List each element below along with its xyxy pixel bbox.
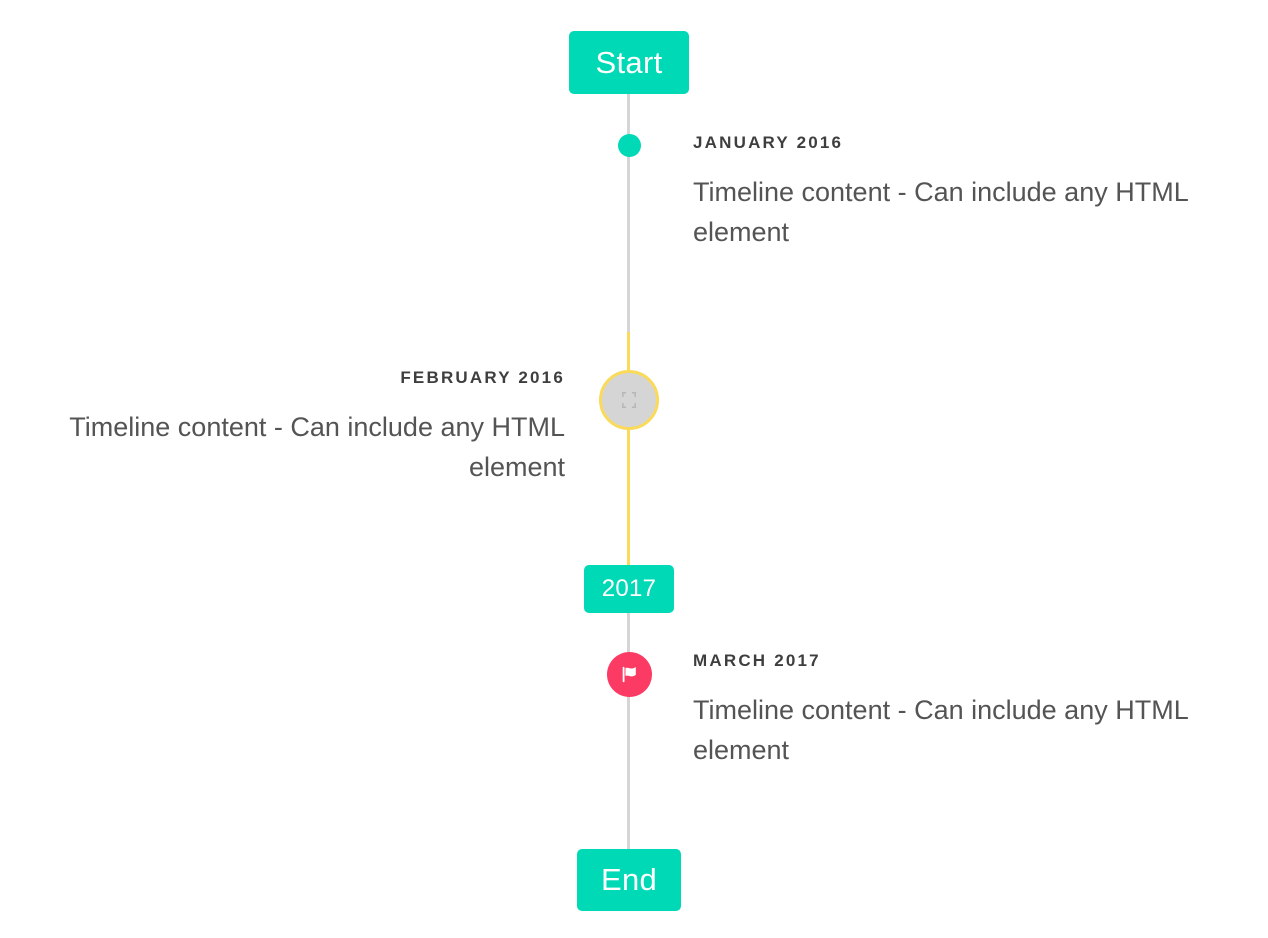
timeline-start-badge[interactable]: Start bbox=[569, 31, 689, 94]
timeline-entry-header: February 2016 bbox=[400, 368, 565, 387]
timeline-entry-february-2016: February 2016 Timeline content - Can inc… bbox=[40, 368, 565, 487]
timeline-entry-march-2017: March 2017 Timeline content - Can includ… bbox=[693, 651, 1223, 770]
timeline-marker-january-2016[interactable] bbox=[618, 134, 641, 157]
timeline-axis-segment-highlight bbox=[627, 332, 630, 572]
timeline-entry-body: Timeline content - Can include any HTML … bbox=[693, 695, 1188, 765]
timeline-marker-february-2016[interactable] bbox=[599, 370, 659, 430]
broken-image-icon bbox=[622, 392, 636, 408]
timeline-axis-segment-bottom bbox=[627, 613, 630, 849]
flag-icon bbox=[622, 666, 636, 683]
timeline-year-badge-2017[interactable]: 2017 bbox=[584, 565, 674, 613]
timeline-marker-march-2017[interactable] bbox=[607, 652, 652, 697]
timeline-axis-segment-top bbox=[627, 94, 630, 332]
timeline-entry-body: Timeline content - Can include any HTML … bbox=[69, 412, 565, 482]
timeline-entry-january-2016: January 2016 Timeline content - Can incl… bbox=[693, 133, 1223, 252]
timeline-entry-body: Timeline content - Can include any HTML … bbox=[693, 177, 1188, 247]
timeline-entry-header: January 2016 bbox=[693, 133, 844, 152]
timeline-entry-header: March 2017 bbox=[693, 651, 821, 670]
timeline-end-badge[interactable]: End bbox=[577, 849, 681, 911]
